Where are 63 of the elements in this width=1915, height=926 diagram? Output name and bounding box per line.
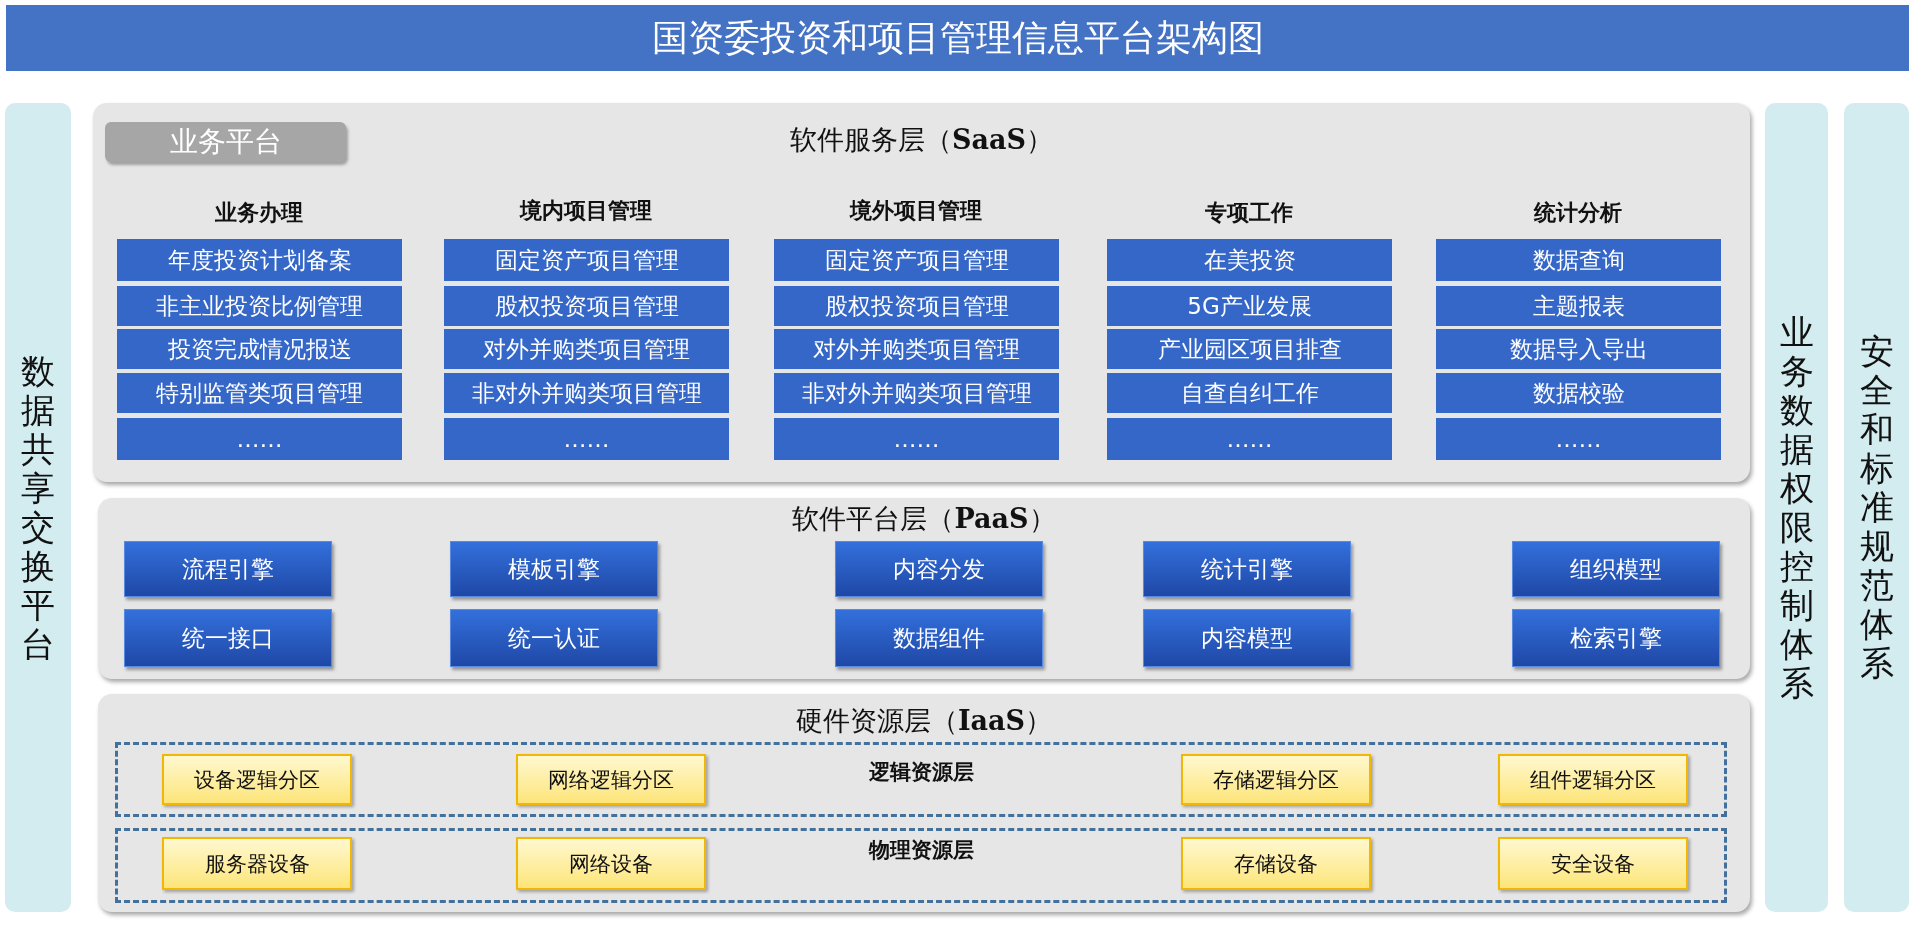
dashed-group: [115, 828, 1727, 903]
platform-tag: 业务平台: [105, 122, 346, 162]
module-box: 主题报表: [1436, 286, 1721, 326]
module-box: 数据校验: [1436, 373, 1721, 413]
column-heading: 境外项目管理: [850, 197, 982, 225]
module-box: 非对外并购类项目管理: [774, 373, 1059, 413]
vertical-banner: 业务数据权限控制体系: [1765, 103, 1828, 912]
module-box: 在美投资: [1107, 239, 1392, 281]
resource-box: 存储逻辑分区: [1181, 754, 1371, 805]
module-box: 股权投资项目管理: [444, 286, 729, 326]
engine-box: 组织模型: [1512, 541, 1720, 597]
panel-title: 软件服务层（SaaS）: [790, 123, 1053, 157]
module-box: 非主业投资比例管理: [117, 286, 402, 326]
module-box: 自查自纠工作: [1107, 373, 1392, 413]
engine-box: 数据组件: [835, 609, 1043, 667]
module-box: 特别监管类项目管理: [117, 373, 402, 413]
panel-title: 软件平台层（PaaS）: [792, 502, 1056, 536]
module-box: 产业园区项目排查: [1107, 329, 1392, 369]
engine-box: 检索引擎: [1512, 609, 1720, 667]
module-box: 固定资产项目管理: [774, 239, 1059, 281]
module-box: ……: [444, 418, 729, 460]
engine-box: 模板引擎: [450, 541, 658, 597]
resource-box: 网络逻辑分区: [516, 754, 706, 805]
resource-box: 安全设备: [1498, 837, 1688, 890]
panel-title: 硬件资源层（IaaS）: [795, 704, 1053, 738]
module-box: 数据导入导出: [1436, 329, 1721, 369]
module-box: 数据查询: [1436, 239, 1721, 281]
module-box: 固定资产项目管理: [444, 239, 729, 281]
group-heading: 逻辑资源层: [868, 759, 974, 785]
vertical-banner: 安全和标准规范体系: [1844, 103, 1909, 912]
resource-box: 组件逻辑分区: [1498, 754, 1688, 805]
resource-box: 设备逻辑分区: [162, 754, 352, 805]
engine-box: 内容分发: [835, 541, 1043, 597]
engine-box: 统一接口: [124, 609, 332, 667]
column-heading: 业务办理: [215, 199, 303, 227]
resource-box: 服务器设备: [162, 837, 352, 890]
title-banner: 国资委投资和项目管理信息平台架构图: [6, 5, 1909, 71]
module-box: 5G产业发展: [1107, 286, 1392, 326]
layer-panel: [98, 498, 1750, 679]
engine-box: 统一认证: [450, 609, 658, 667]
module-box: 对外并购类项目管理: [444, 329, 729, 369]
module-box: ……: [117, 418, 402, 460]
module-box: 投资完成情况报送: [117, 329, 402, 369]
layer-panel: [93, 103, 1750, 482]
resource-box: 网络设备: [516, 837, 706, 890]
column-heading: 统计分析: [1534, 199, 1622, 227]
engine-box: 流程引擎: [124, 541, 332, 597]
module-box: 股权投资项目管理: [774, 286, 1059, 326]
dashed-group: [115, 742, 1727, 817]
column-heading: 专项工作: [1205, 199, 1293, 227]
column-heading: 境内项目管理: [520, 197, 652, 225]
engine-box: 内容模型: [1143, 609, 1351, 667]
group-heading: 物理资源层: [868, 837, 974, 863]
module-box: 非对外并购类项目管理: [444, 373, 729, 413]
module-box: ……: [1107, 418, 1392, 460]
resource-box: 存储设备: [1181, 837, 1371, 890]
vertical-banner: 数据共享交换平台: [5, 103, 71, 912]
module-box: 年度投资计划备案: [117, 239, 402, 281]
module-box: 对外并购类项目管理: [774, 329, 1059, 369]
layer-panel: [98, 694, 1750, 912]
engine-box: 统计引擎: [1143, 541, 1351, 597]
module-box: ……: [1436, 418, 1721, 460]
module-box: ……: [774, 418, 1059, 460]
